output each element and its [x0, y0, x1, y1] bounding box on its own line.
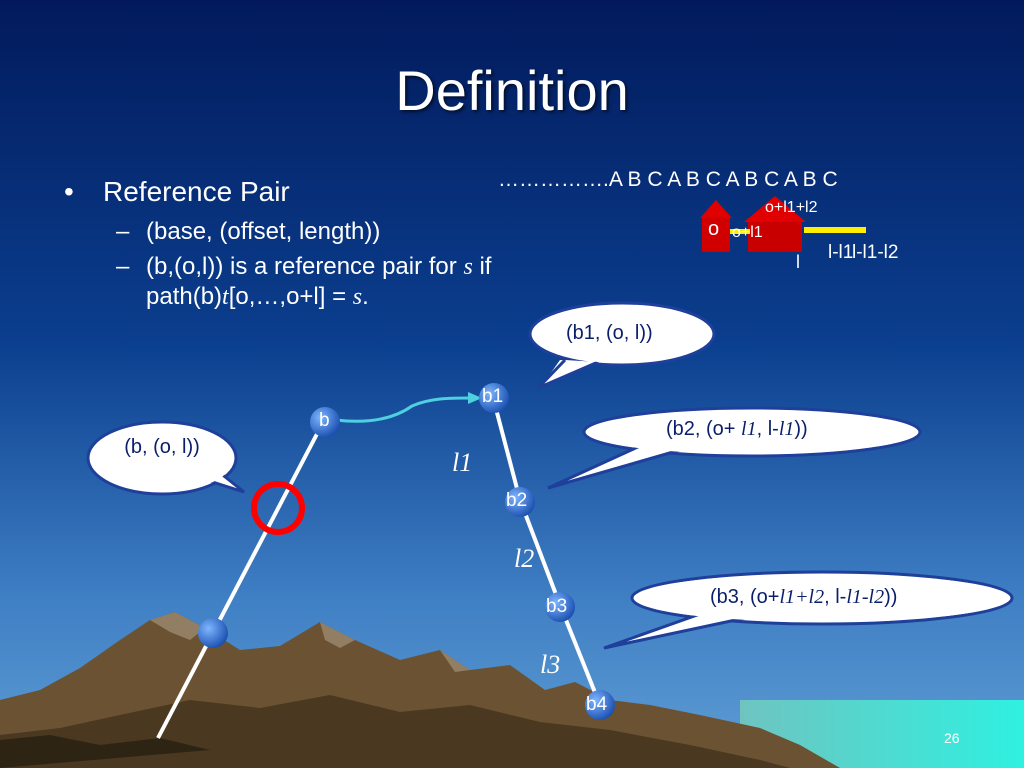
- callout-b3-b: , l-: [824, 586, 847, 608]
- node-unlabeled: [198, 618, 228, 648]
- node-b: [310, 407, 340, 437]
- sub-dash-2: –: [116, 253, 130, 280]
- sub2-text-e: .: [362, 283, 369, 310]
- sub2-text-a: (b,(o,l)) is a reference pair for: [146, 253, 464, 280]
- sub2-s: s: [463, 254, 473, 280]
- path-line-b: [156, 431, 320, 739]
- callout-b2-c: )): [794, 418, 808, 440]
- offset-pointer-o-l1: [744, 196, 806, 252]
- highlight-ring: [251, 481, 305, 535]
- node-label-b4: b4: [586, 694, 608, 715]
- callout-b2-a: (b2, (o+: [666, 418, 742, 440]
- edge-b3-b4: [558, 604, 600, 701]
- callout-b3-l1l2: l1+l2: [779, 586, 825, 608]
- node-b2: [505, 487, 535, 517]
- sub2-s2: s: [352, 284, 363, 310]
- node-b1: [479, 383, 509, 413]
- label-o-l1-l2: o+l1+l2: [765, 199, 818, 216]
- node-label-b2: b2: [506, 490, 528, 511]
- callout-b3-l1l2b: l1-l2: [846, 586, 885, 608]
- callout-b2-l1: l1: [741, 418, 757, 440]
- offset-pointer-o: [700, 200, 732, 252]
- callout-b2: [547, 406, 922, 490]
- callout-b-text: (b, (o, l)): [124, 436, 200, 458]
- sub2-text-d: [o,…,o+l] =: [228, 283, 353, 310]
- callout-b1-text: (b1, (o, l)): [566, 322, 653, 344]
- edge-b2-b3: [518, 499, 562, 606]
- edge-b1-b2: [493, 404, 522, 501]
- bullet-reference-pair: Reference Pair: [103, 176, 290, 207]
- sub2-text-b: if: [472, 253, 492, 280]
- sequence-text: …………….A B C A B C A B C A B C: [498, 168, 838, 191]
- callout-b2-b: , l-: [756, 418, 779, 440]
- edge-label-l2: l2: [514, 544, 535, 573]
- page-number: 26: [944, 730, 960, 746]
- node-b4: [585, 690, 615, 720]
- label-o: o: [708, 218, 720, 240]
- label-o-l1: o+l1: [732, 224, 763, 241]
- bullet-marker: •: [64, 176, 74, 207]
- edge-label-l1: l1: [452, 448, 473, 477]
- edge-label-l3: l3: [540, 650, 561, 679]
- sub2-t: t: [222, 284, 229, 310]
- slide-title: Definition: [395, 59, 629, 122]
- callout-b: [86, 420, 245, 496]
- callout-b2-text: (b2, (o+ l1, l-l1)): [666, 418, 808, 441]
- callout-b3-text: (b3, (o+l1+l2, l-l1-l2)): [710, 586, 897, 609]
- callout-b3-c: )): [884, 586, 898, 608]
- node-label-b3: b3: [546, 596, 568, 617]
- label-l-l1: l-l1: [828, 242, 854, 263]
- callout-b3-a: (b3, (o+: [710, 586, 780, 608]
- node-label-b: b: [319, 410, 330, 431]
- suffix-link-arrow: [335, 396, 471, 423]
- callout-b2-l1b: l1: [778, 418, 795, 440]
- label-l: l: [796, 252, 800, 272]
- sub-bullet-1: (base, (offset, length)): [146, 218, 381, 245]
- length-bar: [804, 227, 866, 233]
- node-b3: [545, 592, 575, 622]
- sub-bullet-2-cont: path(b)t[o,…,o+l] = s.: [146, 283, 369, 311]
- sub-bullet-2: (b,(o,l)) is a reference pair for s if: [146, 253, 491, 281]
- sub-dash-1: –: [116, 218, 130, 245]
- sub2-text-c: path(b): [146, 283, 223, 310]
- node-label-b1: b1: [482, 386, 504, 407]
- callout-b3: [603, 570, 1014, 650]
- label-l-l1-l2: l-l1-l2: [852, 242, 899, 263]
